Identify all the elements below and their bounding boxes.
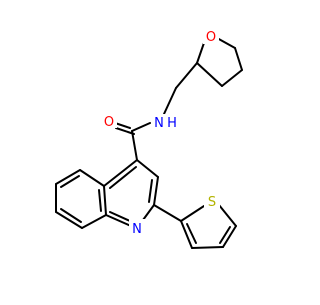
bond-thf-o-c5	[216, 37, 236, 49]
bond-c5-c6-inner	[60, 175, 80, 188]
bond-n1-c8a	[105, 214, 132, 227]
bond-c4a-c4-inner	[109, 166, 137, 189]
bond-c7-c8-inner	[60, 208, 82, 223]
bond-th-s-c5	[218, 204, 237, 227]
structure-canvas: O O N H N S	[55, 28, 243, 249]
bond-th-c2-s	[180, 205, 205, 222]
bonds	[55, 37, 243, 249]
bond-n-carbonyl	[131, 122, 151, 132]
bond-th-c4-c3	[191, 246, 224, 249]
atom-oxygen-carbonyl: O	[104, 115, 114, 130]
bond-c5-c6	[55, 169, 81, 185]
atom-oxygen-ring: O	[206, 30, 216, 45]
bond-th-c3-c2	[180, 220, 193, 249]
bond-c4a-c8a-inner	[98, 189, 102, 212]
bond-thf-c4-c3	[221, 69, 243, 87]
bond-carbonyl-c4	[131, 130, 138, 161]
molecule-drawing: O O N H N S	[55, 28, 243, 249]
bond-th-c5-c4-inner	[219, 226, 231, 244]
bond-thf-c5-c4	[234, 47, 243, 71]
bond-c7-c8	[55, 211, 83, 229]
atom-labels: O O N H N S	[101, 28, 220, 237]
bond-n1-c8a-inner	[109, 211, 131, 222]
bond-c3-c2	[153, 176, 159, 206]
bond-th-c5-c4	[222, 225, 237, 248]
bond-co-double-b	[115, 127, 135, 135]
bond-c4a-c4	[103, 159, 138, 187]
bond-c2-thiophene	[153, 204, 182, 222]
bond-ch2-n	[163, 87, 177, 115]
atom-nitrogen-quinoline: N	[132, 222, 142, 237]
bond-c2-n1	[142, 204, 155, 221]
bond-th-c3-c2-inner	[186, 223, 197, 244]
bond-c3-c2-inner	[148, 179, 153, 203]
bond-c4-c3	[136, 159, 159, 178]
atom-sulfur-thiophene: S	[208, 195, 216, 210]
bond-c2-ch2	[175, 62, 198, 89]
bond-c4a-c5	[79, 169, 105, 187]
bond-thf-c3-c2	[196, 62, 223, 87]
bond-c8a-c4a	[103, 185, 107, 216]
bond-c8-c8a	[81, 214, 107, 229]
atom-nitrogen-amide: N	[154, 116, 164, 131]
atom-nitrogen-amide-h: H	[167, 116, 177, 131]
